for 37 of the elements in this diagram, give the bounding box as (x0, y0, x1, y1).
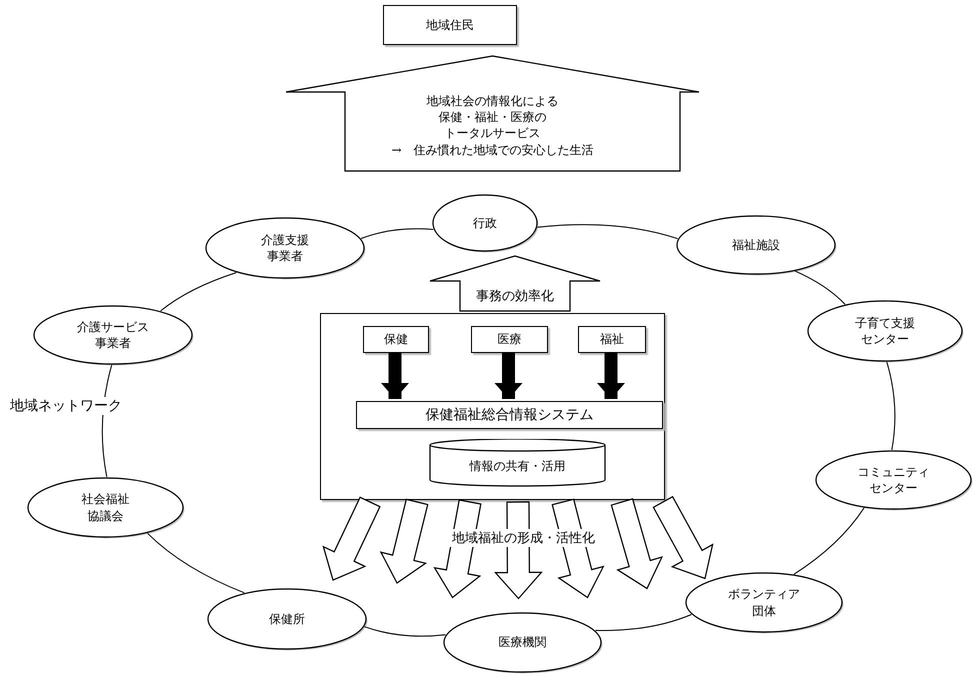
block-arrow: 地域社会の情報化による 保健・福祉・医療の トータルサービス → 住み慣れた地域での安心した生活 (285, 55, 700, 172)
connector-line (793, 507, 865, 575)
edge-label: 事務の効率化 (474, 287, 556, 305)
oval: 社会福祉協議会 (27, 477, 184, 538)
connector-line (595, 614, 692, 631)
oval: 医療機関 (443, 612, 602, 673)
block-arrow (610, 498, 664, 590)
block-arrow (494, 353, 522, 399)
block-arrow (322, 496, 381, 581)
oval: 行政 (432, 194, 538, 252)
block-arrow (380, 498, 428, 584)
connector-line (160, 272, 237, 312)
connector-line (536, 224, 678, 240)
block-arrow (381, 353, 409, 399)
database-cylinder: 情報の共有・活用 (429, 439, 606, 487)
connector-line (147, 532, 245, 594)
oval: 介護支援事業者 (205, 217, 365, 279)
category-box: 医療 (471, 326, 548, 353)
oval: 福祉施設 (676, 215, 836, 275)
oval: コミュニティセンター (815, 450, 972, 510)
block-arrow (429, 255, 601, 312)
oval: 介護サービス事業者 (33, 305, 193, 365)
block-arrow (597, 353, 625, 399)
system-box: 保健福祉総合情報システム (356, 401, 663, 429)
oval: 保健所 (207, 588, 367, 650)
oval: 子育て支援センター (807, 300, 963, 362)
category-box: 保健 (363, 326, 429, 353)
system-panel (320, 313, 665, 500)
title-box: 地域住民 (383, 5, 517, 45)
block-arrow (652, 496, 714, 580)
connector-line (794, 270, 846, 305)
connector-line (886, 362, 896, 450)
flow-label: 地域福祉の形成・活性化 (450, 529, 597, 547)
oval: ボランティア団体 (685, 572, 843, 633)
connector-line (364, 626, 446, 637)
connector-line (360, 228, 434, 239)
category-box: 福祉 (578, 326, 646, 353)
